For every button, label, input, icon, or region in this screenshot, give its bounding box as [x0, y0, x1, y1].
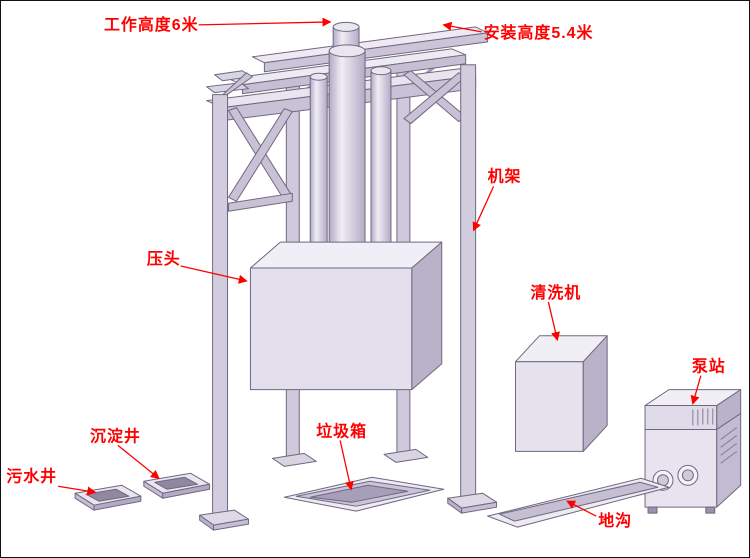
- frame-back-feet: [271, 448, 429, 467]
- garbage-box-pit: [283, 476, 445, 512]
- label-working-height: 工作高度6米: [104, 15, 199, 34]
- arrow-ground-trench: [566, 500, 597, 517]
- arrow-pump-station: [690, 375, 702, 405]
- label-sedimentation-well: 沉淀井: [90, 426, 141, 445]
- ground-trench-channel: [487, 477, 670, 528]
- label-ground-trench: 地沟: [598, 511, 632, 530]
- arrow-frame: [472, 186, 495, 232]
- machine-illustration: [74, 21, 742, 531]
- frame-front-legs: [199, 64, 498, 531]
- arrow-press-head: [180, 265, 248, 284]
- sedimentation-well-pit: [143, 472, 211, 499]
- arrow-garbage-box: [339, 440, 354, 491]
- callout-labels: 工作高度6米 安装高度5.4米 机架 压头 清洗机 泵站 垃圾箱 地沟 沉淀井 …: [6, 15, 726, 530]
- arrow-sewage-well: [58, 485, 97, 496]
- label-garbage-box: 垃圾箱: [316, 421, 367, 440]
- label-frame: 机架: [488, 166, 522, 185]
- arrow-cleaning-machine: [547, 301, 560, 342]
- pump-station-unit: [644, 389, 742, 514]
- label-sewage-well: 污水井: [6, 466, 57, 485]
- arrow-install-height: [442, 21, 482, 33]
- press-head-box: [249, 241, 443, 391]
- cleaning-machine-unit: [514, 335, 608, 452]
- arrow-sedimentation-well: [117, 444, 160, 480]
- frame-brace-left: [218, 72, 293, 212]
- label-cleaning-machine: 清洗机: [530, 283, 581, 302]
- label-press-head: 压头: [147, 250, 181, 268]
- label-install-height: 安装高度5.4米: [484, 23, 594, 42]
- label-pump-station: 泵站: [691, 357, 726, 376]
- arrow-working-height: [198, 17, 332, 27]
- sewage-well-pit: [74, 484, 142, 511]
- hydraulic-cylinders: [309, 21, 392, 259]
- callout-arrows: [58, 17, 702, 517]
